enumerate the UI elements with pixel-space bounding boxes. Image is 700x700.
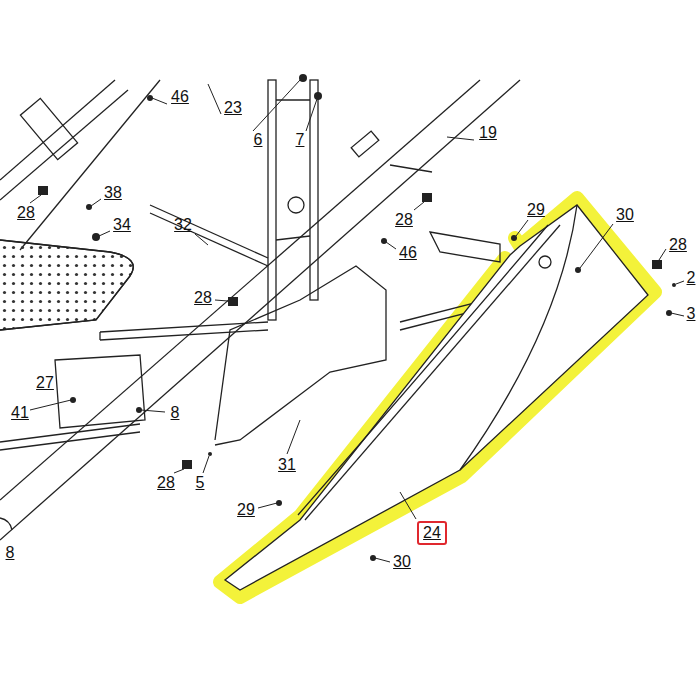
callout-number: 5 <box>196 475 205 491</box>
callout-number: 29 <box>237 502 255 518</box>
callout-box: 24 <box>417 521 447 545</box>
callout-number: 24 <box>423 525 441 541</box>
callout-number: 28 <box>157 475 175 491</box>
part-highlight <box>220 198 655 597</box>
hardware <box>38 74 676 561</box>
callout-number: 41 <box>11 405 29 421</box>
callout-number: 28 <box>669 237 687 253</box>
callout-number: 6 <box>254 132 263 148</box>
callout-number: 28 <box>17 205 35 221</box>
callout-number: 30 <box>616 207 634 223</box>
callout-number: 28 <box>395 212 413 228</box>
callout-number: 29 <box>527 202 545 218</box>
callout-number: 46 <box>399 245 417 261</box>
callout-number: 7 <box>296 132 305 148</box>
callout-number: 23 <box>224 100 242 116</box>
callout-number: 28 <box>194 290 212 306</box>
callout-number: 2 <box>687 270 696 286</box>
callout-number: 8 <box>171 405 180 421</box>
callout-number: 30 <box>393 554 411 570</box>
callout-number: 38 <box>104 185 122 201</box>
leader-lines <box>30 80 684 562</box>
frame-lines <box>0 80 648 590</box>
callout-number: 32 <box>174 217 192 233</box>
callout-number: 34 <box>113 217 131 233</box>
callout-number: 19 <box>479 125 497 141</box>
callout-number: 46 <box>171 89 189 105</box>
callout-number: 31 <box>278 457 296 473</box>
callout-number: 8 <box>6 545 15 561</box>
callout-number: 27 <box>36 375 54 391</box>
callout-number: 3 <box>687 306 696 322</box>
